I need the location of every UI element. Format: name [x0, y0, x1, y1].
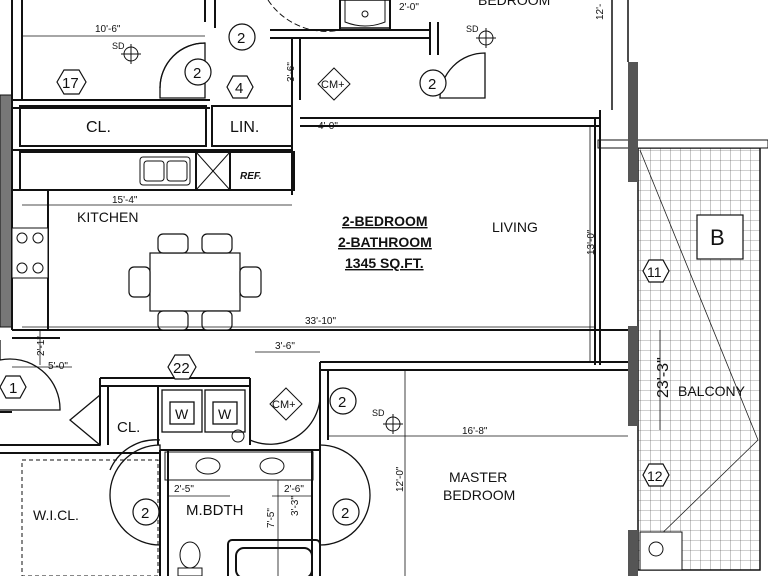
tag-1: 1: [9, 380, 17, 397]
room-label-linen: LIN.: [230, 119, 259, 136]
dishwasher: [195, 151, 231, 191]
unit-summary-line2: 2-BATHROOM: [338, 234, 432, 250]
dimension-12-0: 12'-0": [395, 466, 406, 492]
dimension-7-5: 7'-5": [266, 508, 277, 528]
room-label-closet: CL.: [86, 119, 111, 136]
room-label-wic: W.I.CL.: [33, 507, 79, 523]
unit-summary-line3: 1345 SQ.FT.: [345, 255, 424, 271]
exterior-wall-right-mid: [628, 326, 638, 426]
dining-table: [128, 233, 262, 331]
tag-2: 2: [341, 505, 349, 522]
unit-type-letter: B: [710, 225, 725, 250]
tag-11: 11: [647, 264, 662, 280]
bathtub-top: [339, 0, 391, 29]
smoke-detector-label-3: SD: [372, 408, 385, 418]
dimension-5-0: 5'-0": [48, 361, 68, 372]
balcony-edge: [597, 139, 768, 149]
smoke-detector-label-2: SD: [466, 24, 479, 34]
dimension-16-8: 16'-8": [462, 426, 488, 437]
dimension-4-0: 4'-0": [318, 121, 338, 132]
balcony-diagonal: [639, 149, 759, 441]
unit-summary-line1: 2-BEDROOM: [342, 213, 428, 229]
carbon-monoxide-label-2: CM+: [272, 399, 296, 411]
smoke-detector-label: SD: [112, 41, 125, 51]
dryer-label: W: [218, 406, 232, 422]
walls: [0, 0, 628, 576]
dimension-lines: [12, 35, 661, 576]
tag-2: 2: [428, 76, 436, 93]
toilet-icon: [177, 541, 203, 576]
room-label-bedroom-top: BEDROOM: [478, 0, 550, 8]
dimension-3-6-horizontal: 3'-6": [275, 341, 295, 352]
tag-2: 2: [193, 65, 201, 82]
carbon-monoxide-icon: [269, 387, 303, 421]
washer-label: W: [175, 406, 189, 422]
floor-drain-icon: [231, 429, 245, 443]
dimension-33-10: 33'-10": [305, 316, 336, 327]
room-label-kitchen: KITCHEN: [77, 209, 138, 225]
dimension-12-top: 12'-: [595, 4, 606, 20]
stove-icon: [11, 227, 49, 279]
room-label-master-bedroom-2: BEDROOM: [443, 487, 515, 503]
dimension-2-1: 2'-1": [36, 336, 47, 356]
exterior-wall-right-top: [628, 62, 638, 182]
room-label-master-bedroom: MASTER: [449, 469, 507, 485]
kitchen-sink: [139, 156, 191, 186]
room-label-living: LIVING: [492, 219, 538, 235]
tag-2: 2: [338, 394, 346, 411]
door-tag-circles: [132, 23, 447, 526]
dimension-2-6: 2'-6": [284, 484, 304, 495]
tag-2: 2: [141, 505, 149, 522]
carbon-monoxide-label: CM+: [321, 79, 345, 91]
dimension-23-3: 23'-3": [655, 357, 672, 398]
door-swings: [0, 42, 486, 546]
hex-tags: [0, 69, 670, 487]
exterior-wall-right-bottom: [628, 530, 638, 576]
dimension-13-0: 13'-0": [586, 229, 597, 255]
balcony-sink-icon: [639, 531, 683, 571]
vanity-sinks: [164, 451, 314, 481]
room-label-balcony: BALCONY: [678, 383, 746, 399]
smoke-detector-icon: [121, 28, 496, 434]
dimension-2-5: 2'-5": [174, 484, 194, 495]
tag-22: 22: [173, 360, 190, 377]
tag-2: 2: [237, 30, 245, 47]
unit-type-box: [696, 214, 744, 260]
tag-4: 4: [235, 80, 243, 97]
refrigerator-label: REF.: [240, 171, 262, 182]
dimension-2-0: 2'-0": [399, 2, 419, 13]
exterior-wall-left: [0, 94, 13, 328]
tag-17: 17: [62, 75, 79, 92]
dimension-15-4: 15'-4": [112, 195, 138, 206]
tag-12: 12: [647, 468, 663, 484]
dimension-3-6-vertical: 3'-6": [286, 62, 297, 82]
room-label-closet-lower: CL.: [117, 419, 140, 436]
room-label-master-bath: M.BDTH: [186, 502, 244, 519]
balcony-diagonal-2: [649, 439, 759, 546]
dimension-3-3: 3'-3": [290, 496, 301, 516]
washer-dryer: [161, 389, 246, 433]
dimension-10-6: 10'-6": [95, 24, 121, 35]
carbon-monoxide-icon: [317, 67, 351, 101]
